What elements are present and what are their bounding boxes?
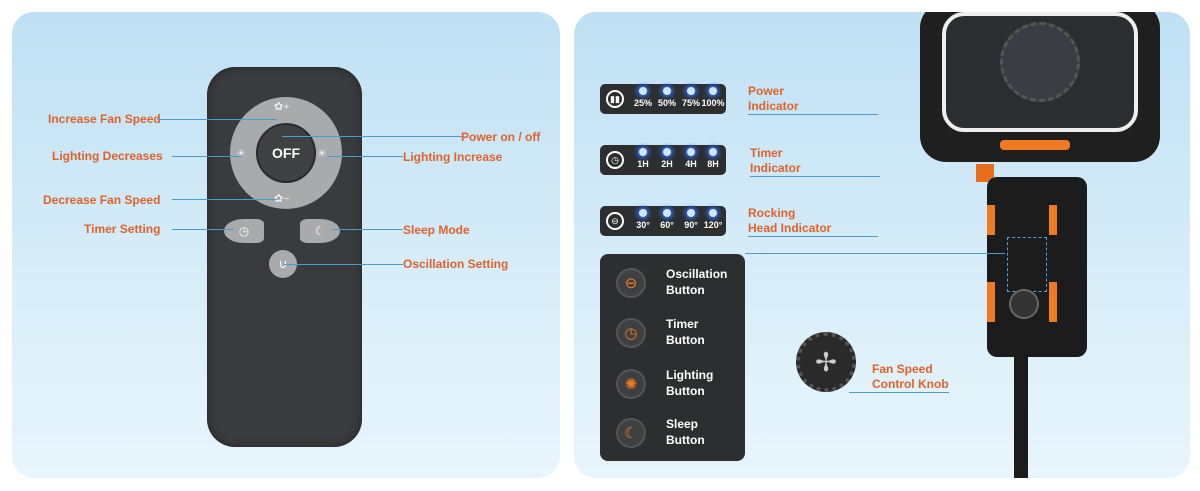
indicator-value: 25%	[633, 98, 652, 108]
leader-line	[282, 136, 462, 137]
indicator-value: 100%	[701, 98, 725, 108]
label-lighting-decreases: Lighting Decreases	[52, 149, 163, 163]
label-increase-fan-speed: Increase Fan Speed	[48, 112, 161, 126]
light-minus-icon: ☀	[236, 148, 246, 160]
moon-icon: ☾	[616, 418, 646, 448]
sleep-button: ☾	[300, 219, 340, 243]
leader-line	[172, 199, 277, 200]
leader-line	[748, 236, 878, 237]
leader-line	[172, 229, 234, 230]
indicator-value: 50%	[657, 98, 676, 108]
fan-minus-icon: ✿−	[274, 193, 290, 205]
oscillation-icon: ⊖	[606, 212, 624, 230]
indicator-value: 90°	[684, 220, 698, 230]
oscillation-icon: ⊖	[616, 268, 646, 298]
control-box	[987, 177, 1087, 357]
label-lighting-increase: Lighting Increase	[403, 150, 503, 164]
label-sleep-mode: Sleep Mode	[403, 223, 470, 237]
leader-line	[284, 264, 403, 265]
timer-icon: ◷	[616, 318, 646, 348]
fan-speed-knob: ✢	[796, 332, 856, 392]
timer-button: ◷	[224, 219, 264, 243]
label-oscillation-setting: Oscillation Setting	[403, 257, 509, 271]
fan-head	[920, 12, 1160, 162]
fan-pole	[1014, 357, 1028, 478]
indicator-value: 75%	[681, 98, 700, 108]
fan-icon: ✢	[815, 346, 837, 377]
indicator-value: 1H	[637, 159, 649, 169]
leader-line	[332, 229, 403, 230]
indicator-value: 120°	[703, 220, 723, 230]
remote-panel: OFF ✿+ ✿− ☀ ☀ ◷ ☾ ∪ Increase Fan Speed L…	[12, 12, 560, 478]
leader-line	[172, 156, 242, 157]
leader-line	[328, 156, 403, 157]
light-plus-icon: ☀	[317, 148, 327, 160]
battery-icon: ▮▮	[606, 90, 624, 108]
indicator-value: 8H	[707, 159, 719, 169]
leader-line	[849, 392, 949, 393]
power-indicator: ▮▮ 25% 50% 75% 100%	[600, 84, 726, 114]
label-timer-setting: Timer Setting	[84, 222, 161, 236]
label-power: Power on / off	[461, 130, 541, 144]
indicator-value: 30°	[636, 220, 650, 230]
label-decrease-fan-speed: Decrease Fan Speed	[43, 193, 161, 207]
leader-line	[745, 253, 1005, 254]
timer-icon: ◷	[238, 224, 250, 238]
light-icon: ✺	[616, 369, 646, 399]
indicator-value: 60°	[660, 220, 674, 230]
fan-plus-icon: ✿+	[274, 101, 290, 113]
oscillation-icon: ∪	[278, 257, 288, 271]
timer-indicator: ◷ 1H 2H 4H 8H	[600, 145, 726, 175]
rocking-head-indicator: ⊖ 30° 60° 90° 120°	[600, 206, 726, 236]
indicator-value: 4H	[685, 159, 697, 169]
moon-icon: ☾	[314, 224, 326, 238]
leader-line	[748, 114, 878, 115]
leader-line	[157, 119, 277, 120]
clock-icon: ◷	[606, 151, 624, 169]
power-button: OFF	[256, 123, 316, 183]
indicator-value: 2H	[661, 159, 673, 169]
leader-line	[750, 176, 880, 177]
